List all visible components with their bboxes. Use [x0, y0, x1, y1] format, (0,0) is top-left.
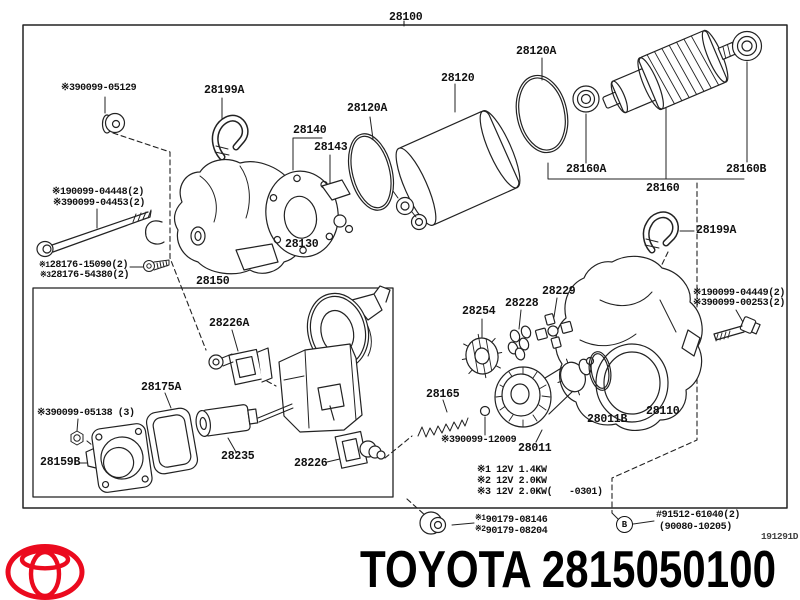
ref-390099-12009: ※390099-12009	[441, 435, 517, 446]
label-28160a: 28160A	[566, 163, 607, 176]
switch-body-28150	[279, 286, 390, 432]
label-28011b: 28011B	[587, 413, 628, 426]
terminal-28226	[335, 432, 385, 469]
oring-28011b	[586, 350, 613, 392]
rollers-28228	[507, 325, 533, 361]
bearing-28160a	[573, 86, 599, 112]
ball-12009	[481, 407, 490, 416]
variant-mark: ※1	[39, 261, 50, 270]
ref-90179-08146: ※190179-08146	[475, 514, 548, 526]
bearing-28160b	[733, 32, 762, 61]
nut-90179	[420, 512, 446, 534]
screw-28176	[144, 260, 170, 272]
label-28228: 28228	[505, 297, 539, 310]
spec-note-line1: ※1 12V 1.4KW	[477, 465, 547, 476]
ref-390099-04453: ※390099-04453(2)	[53, 198, 145, 209]
label-28199a-right: 28199A	[696, 224, 737, 237]
brush-28143	[322, 180, 353, 233]
pinion-28254	[458, 331, 505, 381]
hose-right	[645, 215, 676, 250]
ref-number: 28176-54380(2)	[50, 270, 130, 281]
label-28254: 28254	[462, 305, 496, 318]
retainer-28229	[532, 310, 576, 352]
label-28150: 28150	[196, 275, 230, 288]
through-bolt	[37, 210, 151, 257]
label-28100: 28100	[389, 11, 423, 24]
label-28120a-left: 28120A	[347, 102, 388, 115]
catalog-part-number: 2815050100	[541, 541, 777, 599]
oring-28120a-top	[509, 71, 574, 158]
variant-mark: ※3	[40, 271, 51, 280]
label-28160: 28160	[646, 182, 680, 195]
label-28140: 28140	[293, 124, 327, 137]
b-marker: B	[616, 516, 633, 533]
label-28120: 28120	[441, 72, 475, 85]
label-28110: 28110	[646, 405, 680, 418]
label-28229: 28229	[542, 285, 576, 298]
ref-90179-08204: ※290179-08204	[475, 525, 548, 537]
spec-note-line2: ※2 12V 2.0KW	[477, 476, 547, 487]
label-28143: 28143	[314, 141, 348, 154]
label-28175a: 28175A	[141, 381, 182, 394]
label-28226a: 28226A	[209, 317, 250, 330]
brand-text: TOYOTA	[360, 541, 531, 599]
variant-mark: ※1	[475, 514, 486, 523]
spring-28165	[418, 418, 468, 437]
ref-number: 28176-15090(2)	[49, 260, 129, 271]
toyota-logo	[5, 542, 89, 600]
ref-90080-10205: (90080-10205)	[659, 522, 732, 533]
bolt-04449	[714, 316, 761, 341]
end-cap-28159b	[86, 423, 153, 494]
diagram-frame	[23, 21, 787, 508]
ref-190099-04449: ※190099-04449(2)	[693, 288, 785, 299]
label-28011: 28011	[518, 442, 552, 455]
ref-28176-54380: ※328176-54380(2)	[40, 270, 130, 281]
terminal-28226a	[209, 348, 272, 385]
label-28226: 28226	[294, 457, 328, 470]
spec-note-line3: ※3 12V 2.0KW( -0301)	[477, 487, 603, 498]
doc-code: 191291D	[761, 531, 799, 542]
grommet-05129	[103, 114, 125, 134]
hose-left	[215, 118, 245, 157]
solenoid-28120	[389, 106, 527, 229]
ref-28176-15090: ※128176-15090(2)	[39, 260, 129, 271]
label-28199a-left: 28199A	[204, 84, 245, 97]
ref-390099-00253: ※390099-00253(2)	[693, 298, 785, 309]
label-28235: 28235	[221, 450, 255, 463]
end-frame-28110	[556, 256, 703, 430]
ref-number: 90179-08204	[485, 526, 548, 537]
label-28165: 28165	[426, 388, 460, 401]
catalog-title: TOYOTA 2815050100	[360, 544, 776, 596]
label-28159b: 28159B	[40, 456, 81, 469]
label-28120a-top: 28120A	[516, 45, 557, 58]
brush-plate-28140	[260, 166, 352, 261]
nut-05138	[71, 431, 83, 445]
armature-28160	[594, 20, 750, 129]
ref-190099-04448: ※190099-04448(2)	[52, 187, 144, 198]
label-28130: 28130	[285, 238, 319, 251]
ref-390099-05129: ※390099-05129	[61, 83, 137, 94]
plunger-28235	[195, 403, 293, 437]
ref-91512-61040: #91512-61040(2)	[656, 510, 741, 521]
label-28160b: 28160B	[726, 163, 767, 176]
oring-28120a-left	[341, 129, 401, 215]
variant-mark: ※2	[475, 525, 486, 534]
gasket-28175a	[145, 407, 199, 476]
ref-number: 90179-08146	[485, 515, 548, 526]
clutch-28011	[495, 354, 595, 427]
ref-390099-05138: ※390099-05138 (3)	[37, 408, 135, 419]
